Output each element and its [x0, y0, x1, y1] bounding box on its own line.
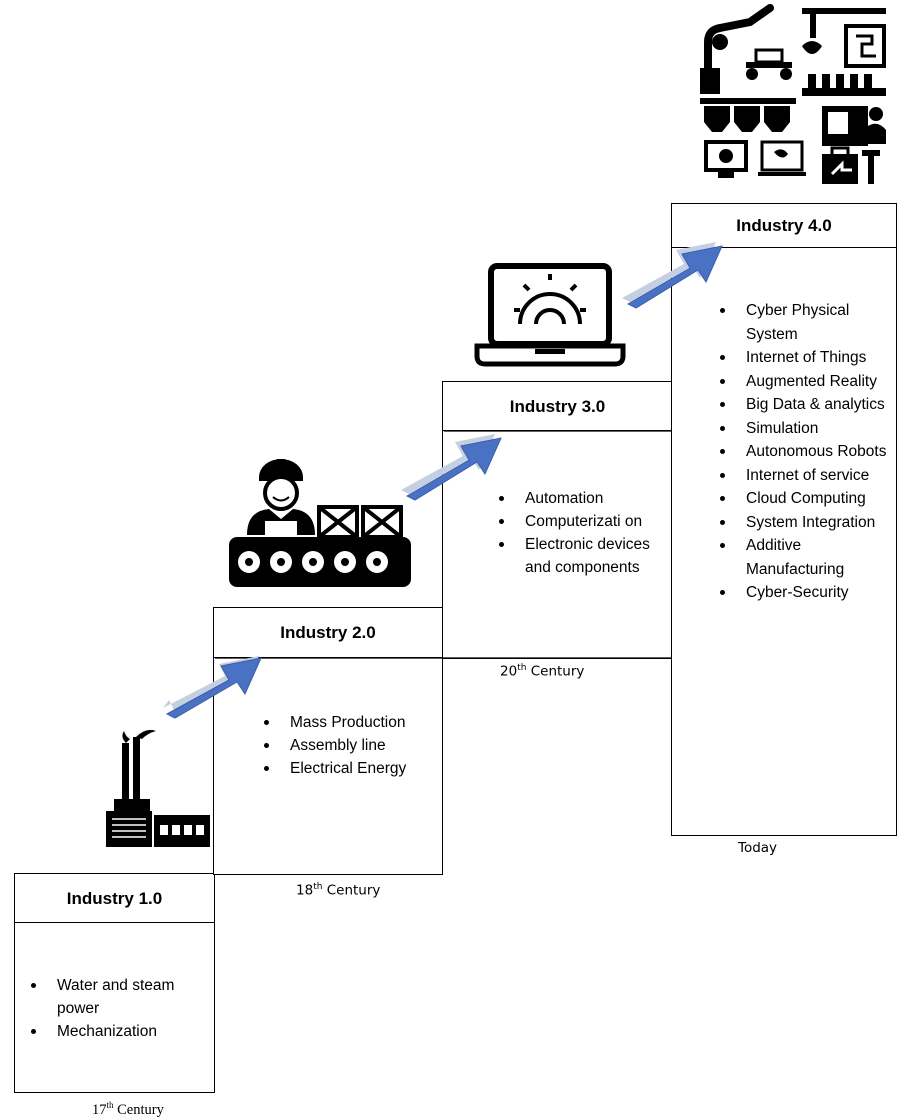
- era-label-3: 20th Century: [500, 663, 584, 680]
- stage-items: Cyber Physical System Internet of Things…: [716, 299, 896, 605]
- factory-icon: [106, 729, 210, 847]
- era-ordinal: th: [517, 663, 527, 673]
- list-item: Additive Manufacturing: [716, 534, 896, 581]
- stage-title: Industry 4.0: [672, 204, 896, 248]
- era-number: 20: [500, 663, 518, 680]
- list-item: Assembly line: [260, 734, 440, 757]
- stage-industry-4: Industry 4.0 Cyber Physical System Inter…: [671, 203, 897, 836]
- list-item: Simulation: [716, 417, 896, 441]
- list-item: Electrical Energy: [260, 757, 440, 780]
- stage-items: Water and steam power Mechanization: [27, 974, 215, 1043]
- era-number: 17: [92, 1101, 107, 1118]
- stage-industry-3: Industry 3.0 Automation Computerizati on…: [442, 381, 673, 659]
- list-item: Autonomous Robots: [716, 440, 896, 464]
- era-suffix: Century: [322, 882, 381, 899]
- list-item: Electronic devices and components: [495, 533, 667, 579]
- era-ordinal: th: [106, 1100, 114, 1110]
- era-number: 18: [296, 882, 314, 899]
- era-label-1: 17th Century: [92, 1100, 164, 1119]
- list-item: Internet of service: [716, 464, 896, 488]
- list-item: Augmented Reality: [716, 370, 896, 394]
- arrow-1-to-2: [163, 656, 262, 719]
- list-item: Mass Production: [260, 711, 440, 734]
- arrow-3-to-4: [622, 242, 723, 309]
- list-item: Cyber-Security: [716, 581, 896, 605]
- list-item: Internet of Things: [716, 346, 896, 370]
- stage-items: Automation Computerizati on Electronic d…: [495, 487, 667, 579]
- list-item: Mechanization: [27, 1020, 215, 1043]
- list-item: Big Data & analytics: [716, 393, 896, 417]
- smart-factory-collage-icon: [700, 4, 886, 184]
- stage-items: Mass Production Assembly line Electrical…: [260, 711, 440, 780]
- era-label-2: 18th Century: [296, 882, 380, 899]
- laptop-gear-icon: [474, 263, 626, 367]
- list-item: Cyber Physical System: [716, 299, 896, 346]
- era-label-4: Today: [738, 840, 777, 856]
- worker-conveyor-icon: [229, 459, 411, 587]
- list-item: Water and steam power: [27, 974, 215, 1020]
- era-suffix: Century: [526, 663, 585, 680]
- list-item: Cloud Computing: [716, 487, 896, 511]
- list-item: System Integration: [716, 511, 896, 535]
- stage-industry-2: Industry 2.0 Mass Production Assembly li…: [213, 607, 443, 875]
- arrow-2-to-3: [401, 434, 502, 501]
- era-suffix: Century: [113, 1101, 164, 1118]
- list-item: Computerizati on: [495, 510, 667, 533]
- era-suffix: Today: [738, 840, 778, 856]
- list-item: Automation: [495, 487, 667, 510]
- era-ordinal: th: [313, 882, 323, 892]
- stage-title: Industry 1.0: [15, 874, 214, 923]
- stage-industry-1: Industry 1.0 Water and steam power Mecha…: [14, 873, 215, 1093]
